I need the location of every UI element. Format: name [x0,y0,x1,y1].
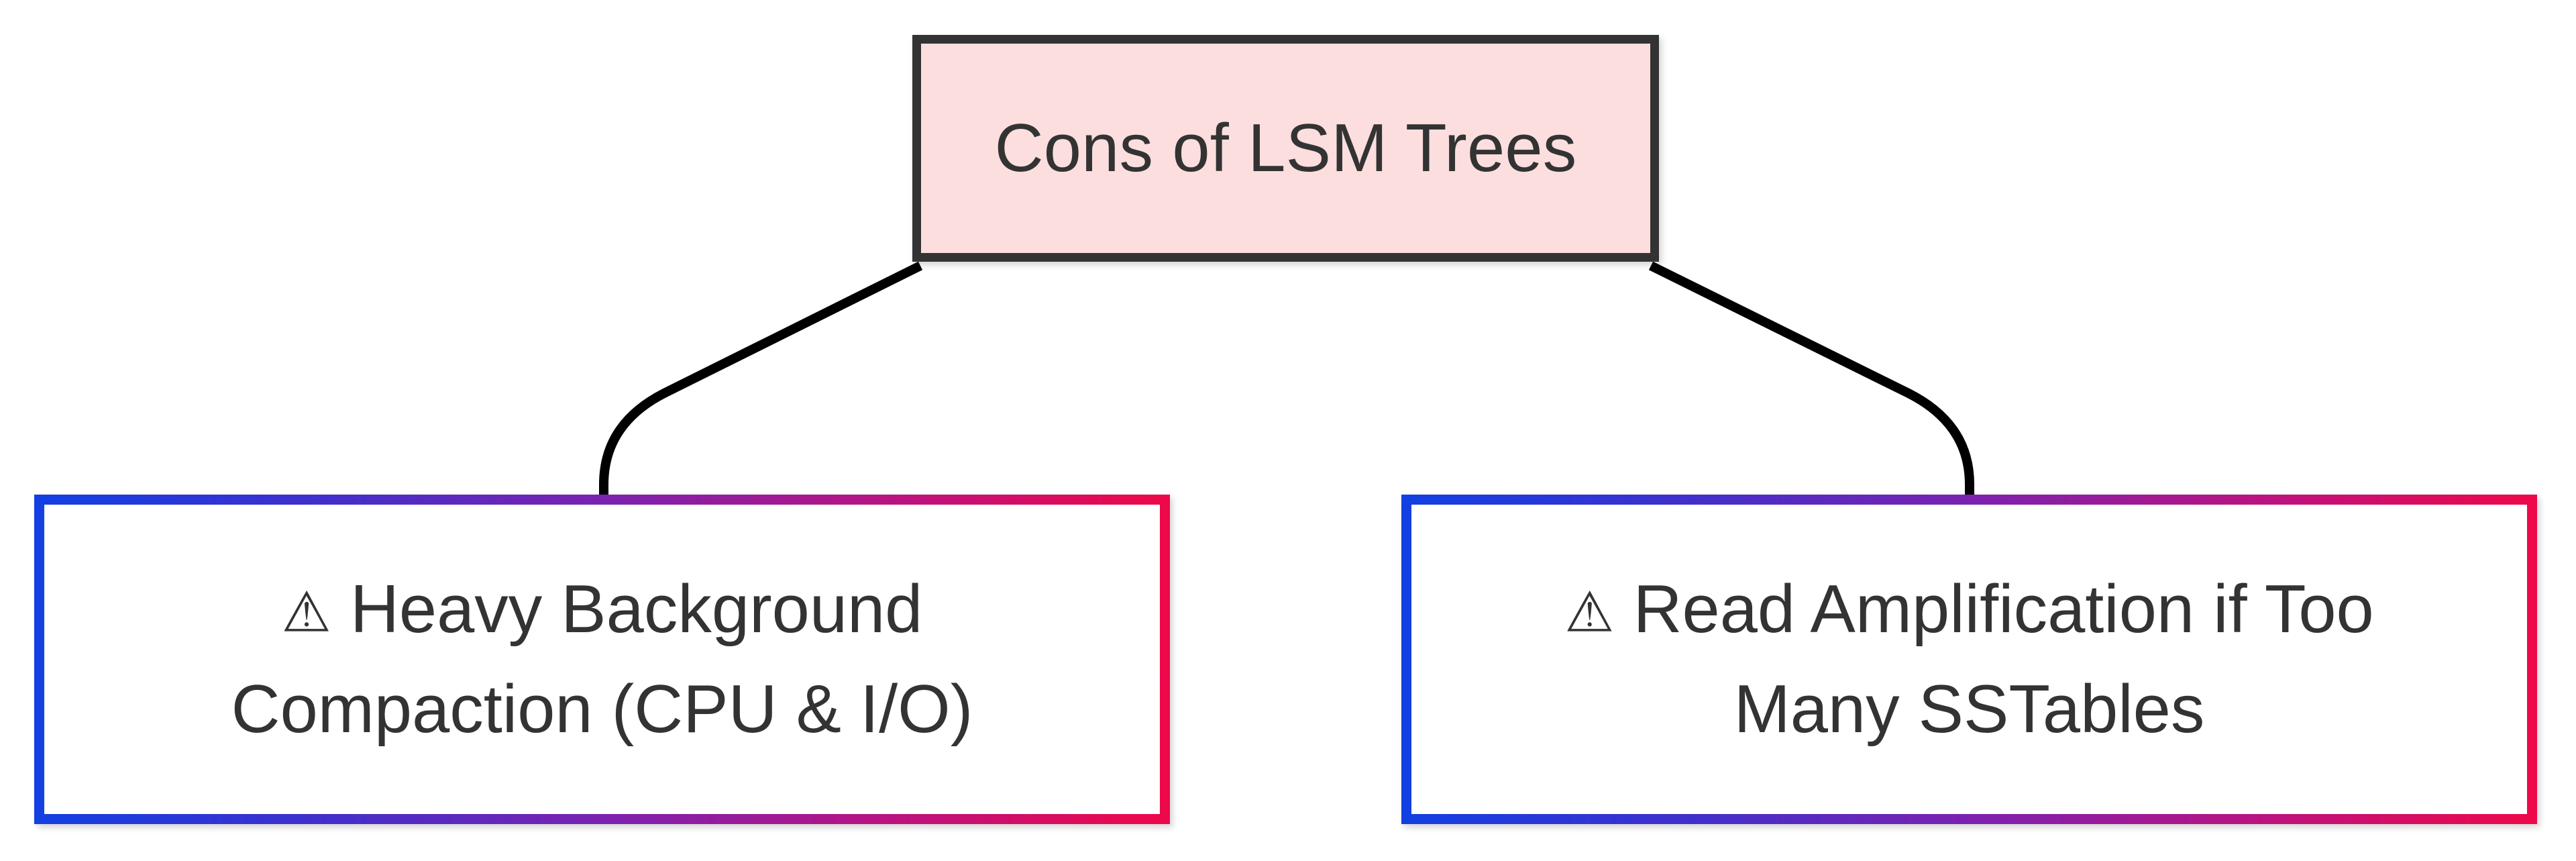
node-cons-of-lsm-trees[interactable]: Cons of LSM Trees [912,35,1659,262]
warning-triangle-icon: ⚠ [281,579,331,645]
node-left-line1: ⚠ Heavy Background [282,560,923,659]
node-left-line2: Compaction (CPU & I/O) [231,671,973,747]
node-right-line1-text: Read Amplification if Too [1633,572,2374,648]
node-heavy-background-compaction[interactable]: ⚠ Heavy Background Compaction (CPU & I/O… [34,495,1170,824]
node-root-label: Cons of LSM Trees [994,110,1577,186]
warning-triangle-icon: ⚠ [1564,579,1615,645]
node-left-line1-text: Heavy Background [350,572,923,648]
node-right-line2: Many SSTables [1733,671,2205,747]
node-read-amplification-sstables[interactable]: ⚠ Read Amplification if Too Many SSTable… [1401,495,2537,824]
node-right-line1: ⚠ Read Amplification if Too [1564,560,2373,659]
